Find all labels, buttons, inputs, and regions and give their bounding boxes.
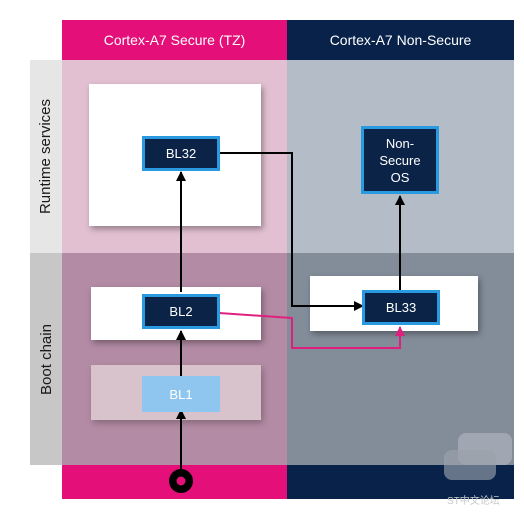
column-header-nonsecure: Cortex-A7 Non-Secure xyxy=(287,20,514,60)
node-os-line3: OS xyxy=(390,169,410,185)
arrow-bl32-to-bl33 xyxy=(219,152,364,311)
column-header-secure: Cortex-A7 Secure (TZ) xyxy=(62,20,287,60)
watermark-text: ST中文论坛 xyxy=(447,496,500,507)
row-label-boot: Boot chain xyxy=(30,253,62,465)
node-bl32: BL32 xyxy=(142,136,220,171)
node-non-secure-os: Non- Secure OS xyxy=(361,126,439,194)
boot-start-marker-center xyxy=(176,476,186,486)
node-os-line1: Non- xyxy=(385,135,415,151)
column-header-nonsecure-text: Cortex-A7 Non-Secure xyxy=(329,32,472,48)
node-bl33: BL33 xyxy=(362,290,440,325)
node-bl2-label: BL2 xyxy=(169,304,193,319)
row-label-runtime: Runtime services xyxy=(30,60,62,253)
node-bl1-label: BL1 xyxy=(169,386,193,402)
node-bl1: BL1 xyxy=(142,376,220,412)
node-bl32-label: BL32 xyxy=(165,146,197,161)
arrow-bl2-to-bl33-alt xyxy=(218,312,405,349)
node-bl33-label: BL33 xyxy=(385,300,417,315)
column-header-secure-text: Cortex-A7 Secure (TZ) xyxy=(103,32,246,48)
node-os-line2: Secure xyxy=(379,152,421,168)
node-bl2: BL2 xyxy=(142,294,220,329)
